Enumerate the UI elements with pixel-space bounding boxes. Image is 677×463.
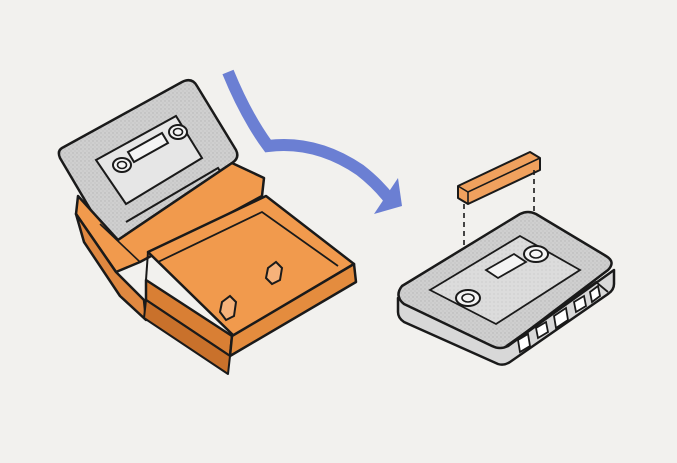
cassette-tape-icon (398, 212, 614, 365)
open-cassette-case-icon (59, 80, 356, 374)
